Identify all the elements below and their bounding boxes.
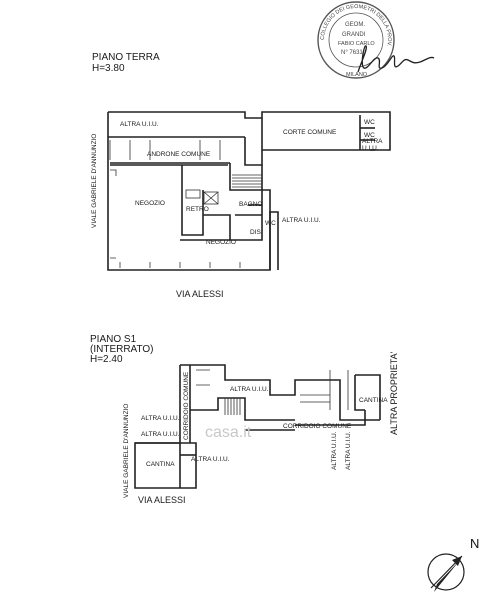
basement-cantina-1: CANTINA xyxy=(146,461,175,468)
stamp-number: N° 7631 xyxy=(341,50,363,56)
basement-altra-uiu-1: ALTRA U.I.U. xyxy=(230,386,269,393)
basement-plan: PIANO S1 (INTERRATO) H=2.40 VIALE GABRIE… xyxy=(90,334,399,505)
watermark-logo: casa.it xyxy=(205,424,252,441)
street-viale-dannunzio: VIALE GABRIELE D'ANNUNZIO xyxy=(91,134,98,228)
room-altra-right-a: ALTRA xyxy=(362,138,383,145)
stamp-city: MILANO xyxy=(346,72,368,78)
room-altra-uiu-mid: ALTRA U.I.U. xyxy=(282,217,321,224)
basement-title: PIANO S1 xyxy=(90,334,137,345)
room-retro: RETRO xyxy=(186,206,209,213)
ground-floor-title: PIANO TERRA xyxy=(92,52,160,63)
basement-height: H=2.40 xyxy=(90,354,123,365)
basement-corridoio-vertical: CORRIDOIO COMUNE xyxy=(183,371,190,440)
room-wc-2: WC xyxy=(364,132,375,139)
basement-details xyxy=(196,369,349,415)
room-wc-1: WC xyxy=(364,119,375,126)
basement-street-via-alessi: VIA ALESSI xyxy=(138,495,186,505)
basement-subtitle: (INTERRATO) xyxy=(90,344,154,355)
stamp-surname: GRANDI xyxy=(342,32,366,38)
basement-altra-uiu-3: ALTRA U.I.U. xyxy=(141,431,180,438)
signature xyxy=(357,45,435,73)
ground-floor-details xyxy=(109,140,262,268)
room-negozio-1: NEGOZIO xyxy=(135,200,165,207)
ground-floor-plan: PIANO TERRA H=3.80 VIALE GABRIELE D'ANNU… xyxy=(91,52,391,299)
basement-altra-uiu-4: ALTRA U.I.U. xyxy=(191,456,230,463)
room-wc-3: WC xyxy=(265,220,276,227)
basement-altra-uiu-v2: ALTRA U.I.U. xyxy=(345,431,352,470)
geometri-stamp: COLLEGIO DEI GEOMETRI DELLA PROV. MILANO… xyxy=(317,1,435,79)
room-altra-uiu-top: ALTRA U.I.U. xyxy=(120,121,159,128)
basement-street-viale: VIALE GABRIELE D'ANNUNZIO xyxy=(123,404,130,498)
room-altra-right-b: U.I.U. xyxy=(362,145,379,152)
basement-altra-proprieta: ALTRA PROPRIETA' xyxy=(389,351,399,435)
room-corte-comune: CORTE COMUNE xyxy=(283,129,337,136)
room-dis: DIS. xyxy=(250,229,263,236)
room-bagno: BAGNO xyxy=(239,201,262,208)
basement-walls xyxy=(134,364,381,489)
room-negozio-2: NEGOZIO xyxy=(206,239,236,246)
room-androne-comune: ANDRONE COMUNE xyxy=(147,151,211,158)
basement-altra-uiu-v1: ALTRA U.I.U. xyxy=(331,431,338,470)
basement-altra-uiu-2: ALTRA U.I.U. xyxy=(141,415,180,422)
basement-corridoio-horizontal: CORRIDOIO COMUNE xyxy=(283,423,352,430)
stamp-firstname: FABIO CARLO xyxy=(338,41,375,47)
north-arrow-icon: N xyxy=(427,536,479,592)
ground-floor-walls xyxy=(107,111,391,271)
street-via-alessi: VIA ALESSI xyxy=(176,289,224,299)
ground-floor-height: H=3.80 xyxy=(92,63,125,74)
stamp-geom: GEOM. xyxy=(345,22,365,28)
north-label: N xyxy=(470,536,479,551)
basement-cantina-2: CANTINA xyxy=(359,397,388,404)
